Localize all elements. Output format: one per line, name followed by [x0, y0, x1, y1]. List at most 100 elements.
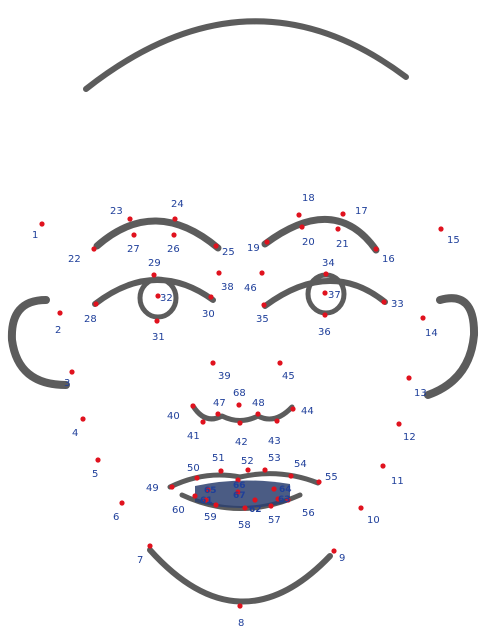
landmark-label-4: 4	[72, 428, 78, 439]
landmark-point-40	[190, 403, 195, 408]
landmark-label-10: 10	[367, 515, 380, 526]
landmark-point-27	[131, 232, 136, 237]
landmark-point-64	[271, 486, 276, 491]
chin	[150, 550, 330, 602]
landmark-point-1	[39, 221, 44, 226]
landmark-label-45: 45	[282, 371, 295, 382]
landmark-label-68: 68	[233, 388, 246, 399]
landmark-label-54: 54	[294, 459, 307, 470]
landmark-label-63: 63	[278, 495, 291, 505]
landmark-dots	[39, 211, 443, 608]
landmark-label-36: 36	[318, 327, 331, 338]
landmark-label-62: 62	[249, 505, 262, 515]
landmark-label-57: 57	[268, 515, 281, 526]
landmark-label-32: 32	[160, 293, 173, 304]
landmark-label-50: 50	[187, 463, 200, 474]
landmark-point-29	[151, 272, 156, 277]
landmark-label-51: 51	[212, 453, 225, 464]
landmark-point-12	[396, 421, 401, 426]
landmark-label-17: 17	[355, 206, 368, 217]
landmark-label-15: 15	[447, 235, 460, 246]
landmark-point-51	[218, 468, 223, 473]
face-drawing	[12, 21, 474, 601]
landmark-label-14: 14	[425, 328, 438, 339]
landmark-point-53	[262, 467, 267, 472]
landmark-label-40: 40	[167, 411, 180, 422]
right-eyebrow	[265, 219, 376, 250]
landmark-point-17	[340, 211, 345, 216]
landmark-point-39	[210, 360, 215, 365]
landmark-label-66: 66	[233, 481, 246, 491]
landmark-label-3: 3	[64, 378, 70, 389]
landmark-label-7: 7	[137, 555, 143, 566]
landmark-point-24	[172, 216, 177, 221]
landmark-point-15	[438, 226, 443, 231]
landmark-point-5	[95, 457, 100, 462]
landmark-label-67: 67	[233, 491, 246, 501]
landmark-label-65: 65	[204, 486, 217, 496]
landmark-label-8: 8	[238, 618, 244, 629]
left-eyebrow	[97, 221, 218, 248]
landmark-label-33: 33	[391, 299, 404, 310]
landmark-point-33	[381, 299, 386, 304]
landmark-label-60: 60	[172, 505, 185, 516]
landmark-label-39: 39	[218, 371, 231, 382]
landmark-label-49: 49	[146, 483, 159, 494]
landmark-point-19	[264, 239, 269, 244]
landmark-label-30: 30	[202, 309, 215, 320]
landmark-point-2	[57, 310, 62, 315]
landmark-label-59: 59	[204, 512, 217, 523]
landmark-label-12: 12	[403, 432, 416, 443]
landmark-point-35	[261, 302, 266, 307]
landmark-label-21: 21	[336, 239, 349, 250]
landmark-label-20: 20	[302, 237, 315, 248]
landmark-point-57	[268, 503, 273, 508]
landmark-label-64: 64	[279, 485, 292, 495]
landmark-label-31: 31	[152, 332, 165, 343]
landmark-point-13	[406, 375, 411, 380]
landmark-label-19: 19	[247, 243, 260, 254]
landmark-label-1: 1	[32, 230, 38, 241]
landmark-label-47: 47	[213, 398, 226, 409]
landmark-point-6	[119, 500, 124, 505]
landmark-label-38: 38	[221, 282, 234, 293]
landmark-point-4	[80, 416, 85, 421]
landmark-label-42: 42	[235, 437, 248, 448]
landmark-point-28	[93, 301, 98, 306]
landmark-point-50	[194, 475, 199, 480]
landmark-point-68	[236, 402, 241, 407]
landmark-point-58	[242, 505, 247, 510]
landmark-point-41	[200, 419, 205, 424]
nose-base	[193, 406, 292, 421]
landmark-label-61: 61	[200, 496, 213, 506]
landmark-label-16: 16	[382, 254, 395, 265]
landmark-point-46	[259, 270, 264, 275]
landmark-point-37	[322, 290, 327, 295]
landmark-label-5: 5	[92, 469, 98, 480]
landmark-point-47	[215, 411, 220, 416]
landmark-point-34	[323, 271, 328, 276]
landmark-label-9: 9	[339, 553, 345, 564]
landmark-label-26: 26	[167, 244, 180, 255]
landmark-point-8	[237, 603, 242, 608]
landmark-label-44: 44	[301, 406, 314, 417]
landmark-label-37: 37	[328, 290, 341, 301]
landmark-label-2: 2	[55, 325, 61, 336]
landmark-point-14	[420, 315, 425, 320]
landmark-point-48	[255, 411, 260, 416]
landmark-point-60	[192, 493, 197, 498]
landmark-point-22	[91, 246, 96, 251]
landmark-point-7	[147, 543, 152, 548]
landmark-label-41: 41	[187, 431, 200, 442]
hair-arc	[86, 21, 406, 89]
landmark-label-46: 46	[244, 283, 257, 294]
landmark-point-18	[296, 212, 301, 217]
landmark-label-18: 18	[302, 193, 315, 204]
landmark-label-43: 43	[268, 436, 281, 447]
landmark-point-3	[69, 369, 74, 374]
landmark-point-23	[127, 216, 132, 221]
landmark-point-54	[288, 473, 293, 478]
landmark-point-10	[358, 505, 363, 510]
landmark-point-44	[290, 406, 295, 411]
